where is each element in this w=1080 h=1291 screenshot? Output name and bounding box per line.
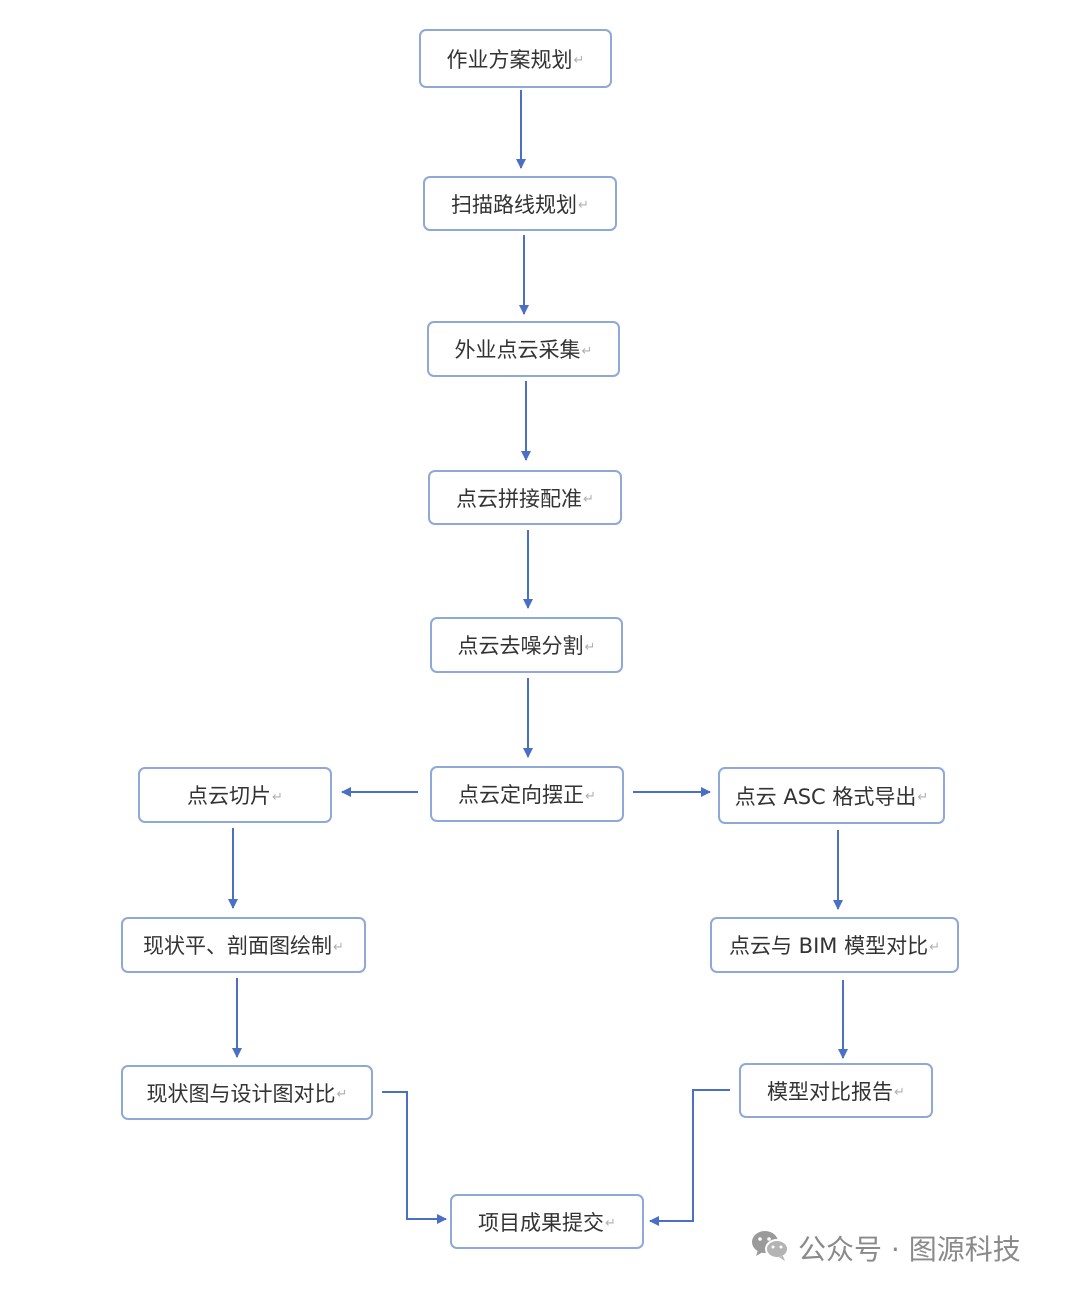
paragraph-mark: ↵ (573, 53, 585, 68)
node-label: 点云去噪分割 (457, 634, 584, 658)
node-label: 现状图与设计图对比 (146, 1081, 336, 1106)
node-label: 点云 ASC 格式导出 (734, 784, 917, 809)
paragraph-mark: ↵ (336, 1087, 348, 1102)
node-model-report: 模型对比报告↵ (739, 1063, 933, 1118)
node-plan: 作业方案规划↵ (419, 29, 612, 88)
node-label: 外业点云采集 (454, 338, 581, 362)
node-deliverable: 项目成果提交↵ (450, 1194, 644, 1249)
paragraph-mark: ↵ (917, 790, 929, 805)
node-design-compare: 现状图与设计图对比↵ (121, 1065, 373, 1120)
paragraph-mark: ↵ (584, 639, 596, 655)
watermark-text: 公众号 · 图源科技 (798, 1233, 1021, 1266)
node-denoise: 点云去噪分割↵ (430, 617, 623, 673)
node-label: 扫描路线规划 (451, 192, 578, 217)
node-label: 点云拼接配准 (456, 486, 583, 511)
paragraph-mark: ↵ (894, 1085, 905, 1100)
node-field-capture: 外业点云采集↵ (427, 321, 620, 377)
paragraph-mark: ↵ (333, 939, 344, 955)
paragraph-mark: ↵ (581, 343, 593, 359)
node-drawing: 现状平、剖面图绘制↵ (121, 917, 366, 973)
arrow-n12-n13 (649, 1089, 730, 1226)
node-slice: 点云切片↵ (138, 767, 332, 823)
node-orient: 点云定向摆正↵ (430, 766, 624, 822)
node-label: 点云与 BIM 模型对比 (729, 934, 929, 958)
node-label: 作业方案规划 (446, 47, 573, 72)
node-label: 现状平、剖面图绘制 (143, 934, 333, 958)
wechat-icon (750, 1228, 790, 1269)
paragraph-mark: ↵ (585, 788, 596, 804)
paragraph-mark: ↵ (272, 789, 283, 805)
node-label: 模型对比报告 (767, 1079, 894, 1104)
node-registration: 点云拼接配准↵ (428, 470, 622, 525)
paragraph-mark: ↵ (578, 198, 589, 213)
watermark: 公众号 · 图源科技 (750, 1228, 1021, 1268)
node-scan-route: 扫描路线规划↵ (423, 176, 617, 231)
node-label: 点云定向摆正 (458, 783, 585, 807)
node-label: 点云切片 (187, 784, 272, 808)
arrow-n11-n13 (382, 1091, 447, 1224)
node-bim-compare: 点云与 BIM 模型对比↵ (710, 917, 959, 973)
node-asc-export: 点云 ASC 格式导出↵ (718, 767, 945, 824)
paragraph-mark: ↵ (929, 939, 940, 955)
node-label: 项目成果提交 (478, 1210, 605, 1235)
paragraph-mark: ↵ (583, 492, 594, 507)
paragraph-mark: ↵ (605, 1216, 616, 1231)
